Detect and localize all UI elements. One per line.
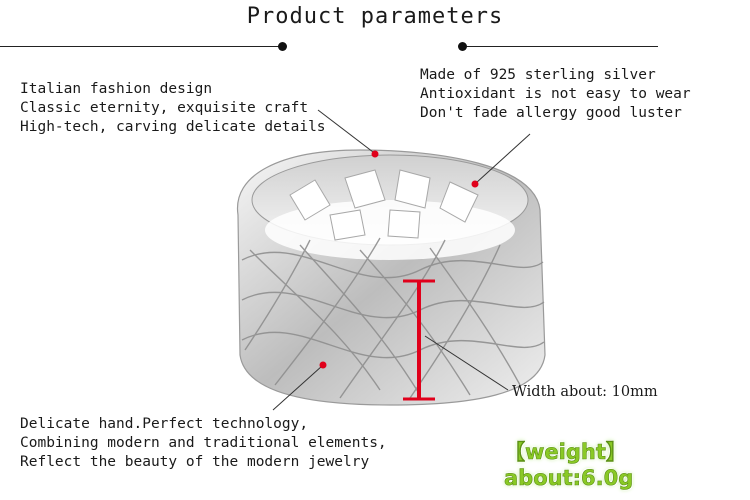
divider-dot-right [458, 42, 467, 51]
callout-top-left [317, 109, 379, 158]
callout-bottom-left [272, 361, 327, 411]
page-title: Product parameters [246, 4, 504, 29]
feature-line: Don't fade allergy good luster [420, 105, 682, 121]
callout-dot-top-left [371, 150, 379, 158]
ring-image [236, 149, 546, 406]
feature-line: Reflect the beauty of the modern jewelry [20, 454, 370, 470]
title-divider-right [462, 46, 658, 47]
weight-label: 【weight】about:6.0g [504, 440, 634, 491]
material-features-text: Made of 925 sterling silver Antioxidant … [420, 66, 691, 123]
callout-dot-top-right [471, 180, 479, 188]
feature-line: Italian fashion design [20, 81, 213, 97]
feature-line: Delicate hand.Perfect technology, [20, 416, 309, 432]
feature-line: Combining modern and traditional element… [20, 435, 387, 451]
feature-line: Made of 925 sterling silver [420, 67, 656, 83]
callout-top-right [471, 133, 531, 188]
title-divider-left [0, 46, 282, 47]
callout-width [424, 335, 509, 391]
width-label: Width about: 10mm [512, 384, 658, 400]
craft-features-text: Delicate hand.Perfect technology, Combin… [20, 415, 387, 472]
divider-dot-left [278, 42, 287, 51]
feature-line: High-tech, carving delicate details [20, 119, 326, 135]
design-features-text: Italian fashion design Classic eternity,… [20, 80, 326, 137]
width-marker [403, 279, 435, 401]
callout-dot-bottom-left [319, 361, 327, 369]
feature-line: Antioxidant is not easy to wear [420, 86, 691, 102]
feature-line: Classic eternity, exquisite craft [20, 100, 309, 116]
